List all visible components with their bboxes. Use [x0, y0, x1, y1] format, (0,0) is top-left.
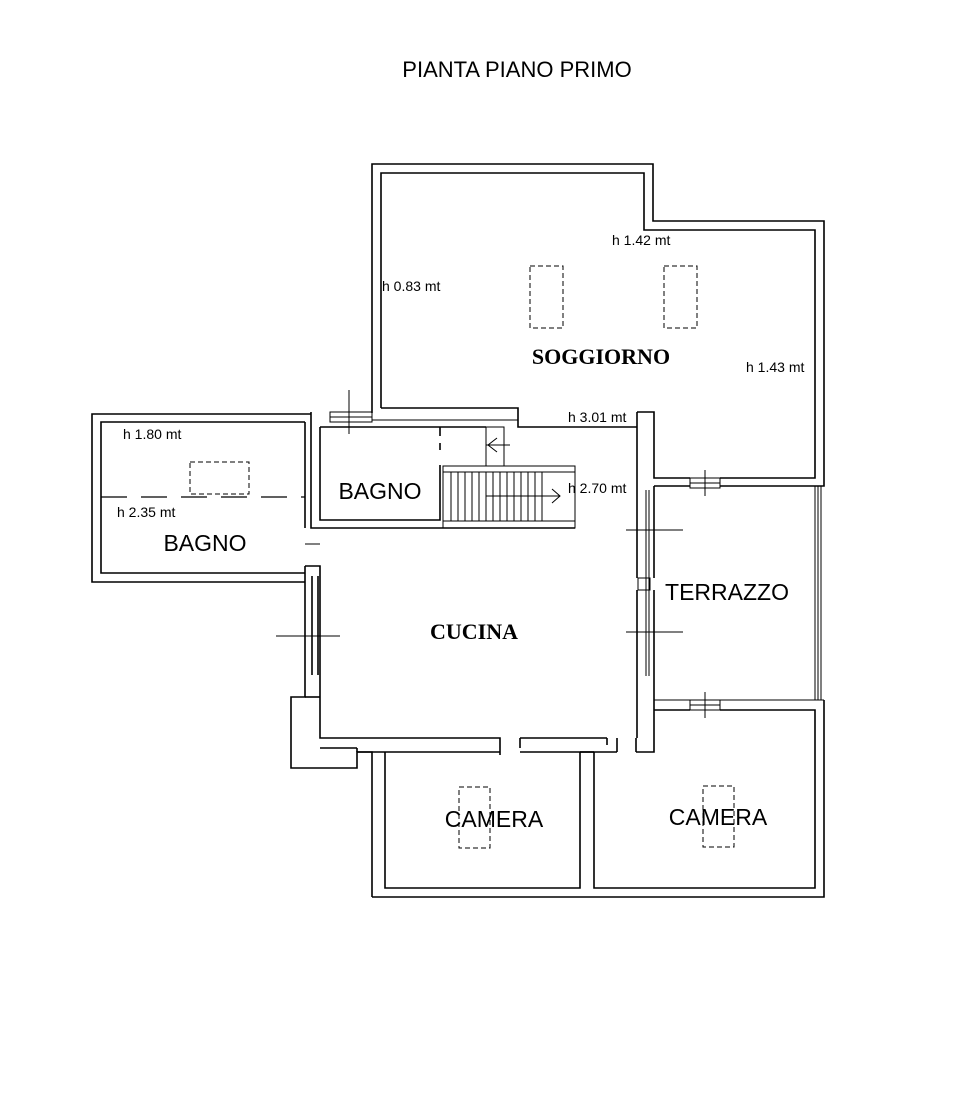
plan-title: PIANTA PIANO PRIMO: [402, 57, 631, 82]
height-label-180: h 1.80 mt: [123, 426, 181, 442]
window-soggiorno-terrazzo: [689, 470, 721, 496]
room-label-camera-left: CAMERA: [445, 806, 544, 832]
terrazzo-walls: [654, 486, 824, 701]
room-label-soggiorno: SOGGIORNO: [532, 344, 670, 369]
staircase: [442, 426, 576, 529]
room-label-bagno-large: BAGNO: [163, 530, 246, 556]
room-label-camera-right: CAMERA: [669, 804, 768, 830]
height-label-083: h 0.83 mt: [382, 278, 440, 294]
room-label-terrazzo: TERRAZZO: [665, 579, 789, 605]
room-label-cucina: CUCINA: [430, 619, 518, 644]
height-label-301: h 3.01 mt: [568, 409, 626, 425]
height-label-142: h 1.42 mt: [612, 232, 670, 248]
skylight-camera-left: [458, 786, 491, 849]
height-label-143: h 1.43 mt: [746, 359, 804, 375]
skylight-1: [529, 265, 564, 329]
camera-walls: [372, 700, 825, 898]
height-label-235: h 2.35 mt: [117, 504, 175, 520]
room-label-bagno-small: BAGNO: [338, 478, 421, 504]
soggiorno-walls: [371, 163, 825, 487]
skylight-bagno: [189, 461, 250, 495]
skylight-camera-right: [702, 785, 735, 848]
skylight-2: [663, 265, 698, 329]
cucina-walls: [276, 486, 683, 897]
height-label-270: h 2.70 mt: [568, 480, 626, 496]
window-terrazzo-camera: [689, 692, 721, 718]
